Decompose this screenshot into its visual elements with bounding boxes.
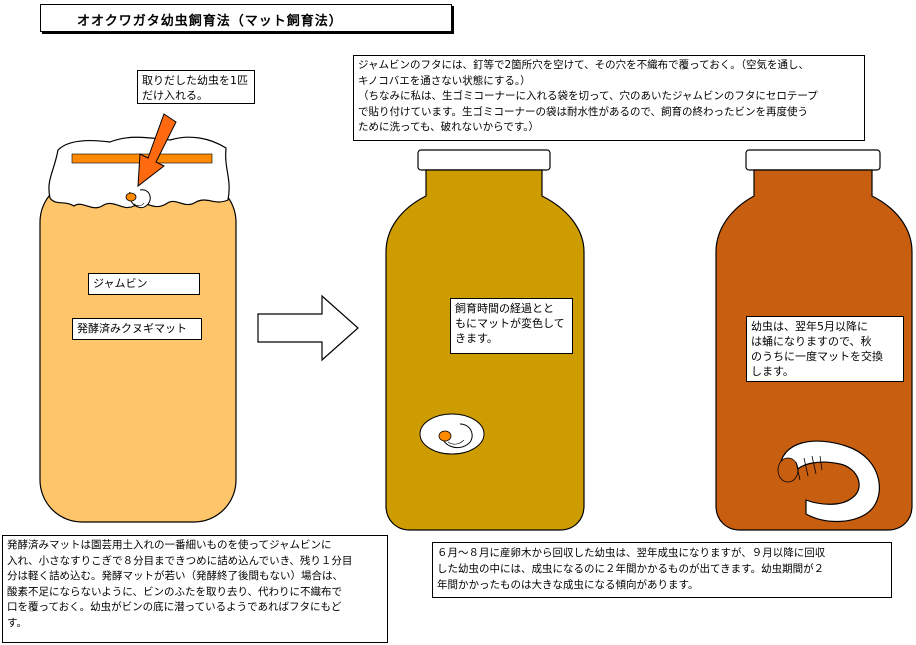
larva-1: [125, 189, 151, 208]
insert-arrow: [137, 113, 177, 188]
jar-label: ジャムビン: [88, 273, 200, 295]
jar-3-lid: [745, 149, 881, 171]
page-title: オオクワガタ幼虫飼育法（マット飼育法）: [77, 14, 343, 29]
period-note: ６月～８月に産卵木から回収した幼虫は、翌年成虫になりますが、９月以降に回収 した…: [432, 542, 892, 598]
callout-larva: 取りだした幼虫を1匹 だけ入れる。: [137, 70, 255, 104]
title-banner: オオクワガタ幼虫飼育法（マット飼育法）: [40, 4, 452, 32]
jar-2-lid: [417, 149, 551, 171]
larva-3: [777, 440, 880, 523]
jar-1-body: [39, 179, 237, 523]
lid-note: ジャムビンのフタには、釘等で2箇所穴を空けて、その穴を不織布で覆っておく。（空気…: [353, 55, 865, 141]
mat-label: 発酵済みクヌギマット: [72, 318, 202, 340]
transition-arrow: [257, 294, 359, 362]
larva-2: [419, 413, 485, 455]
packing-note: 発酵済みマットは園芸用土入れの一番細いものを使ってジャムビンに 入れ、小さなすり…: [2, 535, 388, 643]
jar-1: [39, 113, 237, 523]
discolor-note: 飼育時間の経過とと もにマットが変色して きます。: [450, 298, 573, 354]
pupa-note: 幼虫は、翌年5月以降に は蛹になりますので、秋 のうちに一度マットを交換 します…: [746, 316, 904, 382]
